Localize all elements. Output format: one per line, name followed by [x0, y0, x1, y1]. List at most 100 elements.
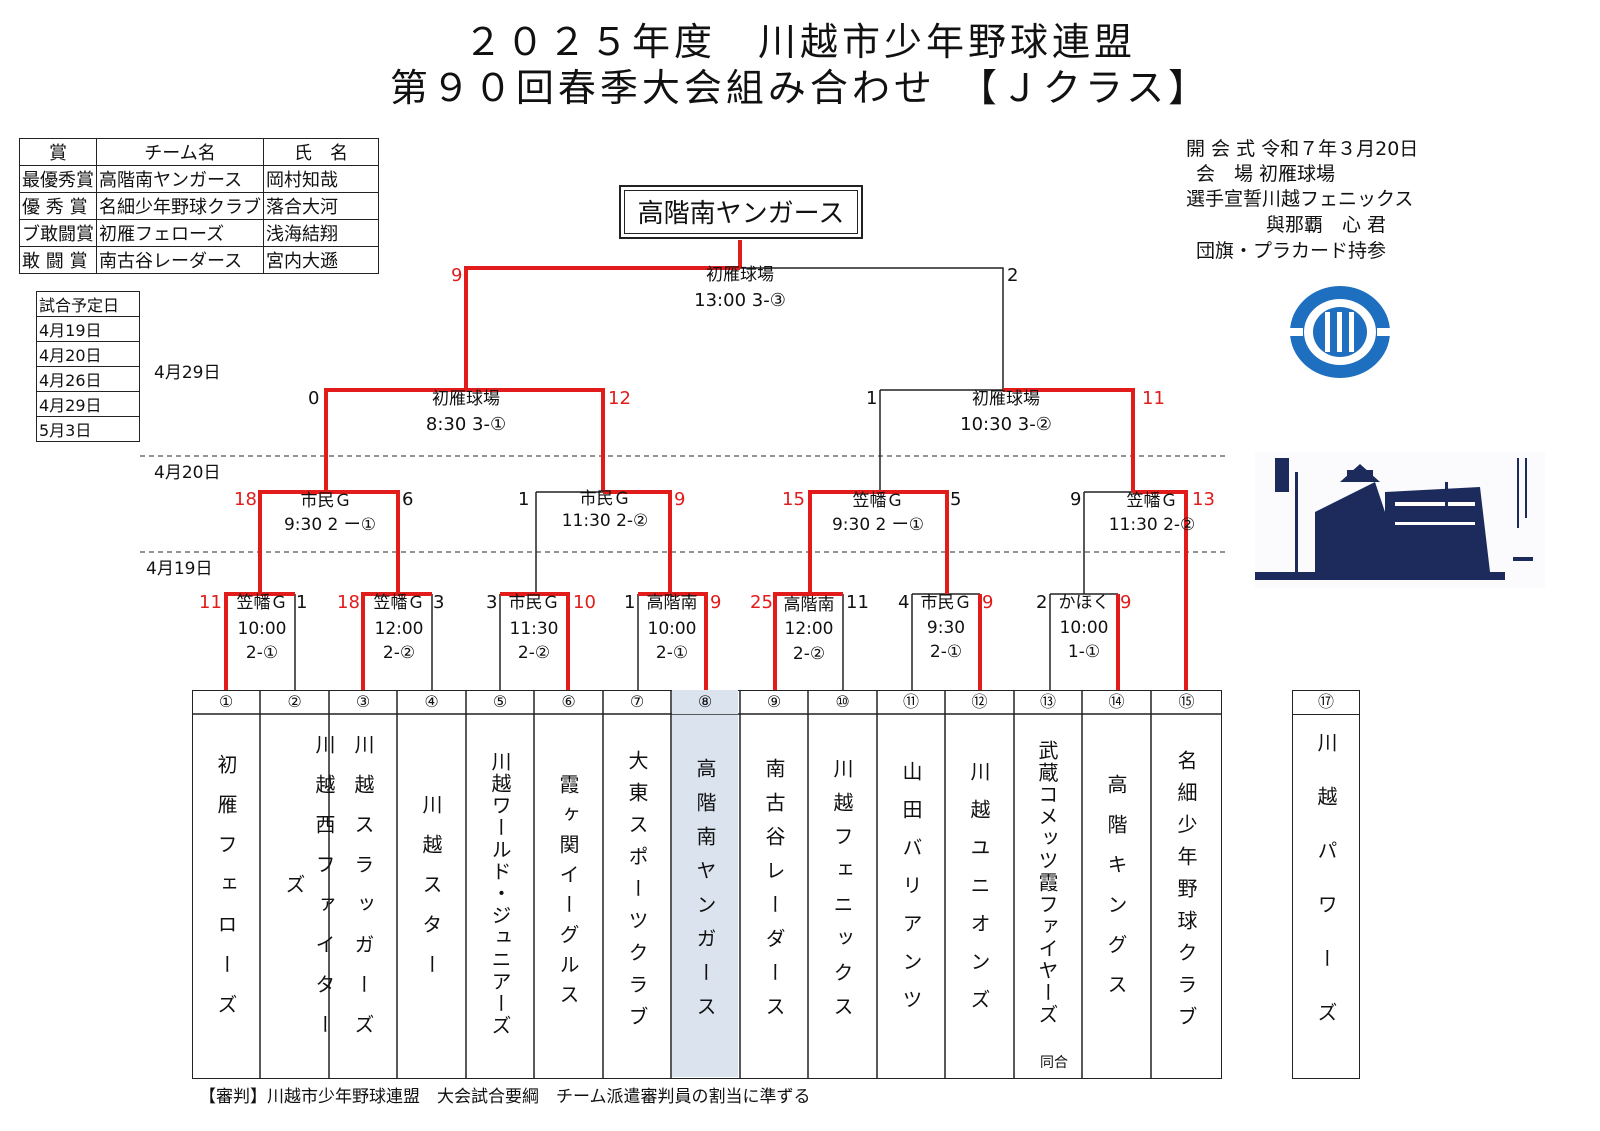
award-name: 優 秀 賞 [19, 192, 97, 220]
semi1-score-right: 12 [608, 388, 631, 409]
team-number: ② [287, 692, 302, 711]
r1-game2-score-left: 18 [337, 592, 360, 613]
r1-game3-venue: 市民Ｇ [508, 593, 560, 613]
r1-game7-score-right: 9 [1120, 592, 1132, 613]
quarter4-score-left: 9 [1070, 489, 1082, 510]
r1-game1-time: 10:00 [237, 619, 287, 639]
team-name: 川越フェニックス [830, 758, 854, 1030]
champion-name: 高階南ヤンガース [624, 190, 858, 234]
r1-game5-score-right: 11 [846, 592, 869, 613]
round-date-final: 4月29日 [154, 363, 221, 383]
ceremony-oath: 選手宣誓川越フェニックス [1186, 188, 1414, 210]
r1-game2-time: 12:00 [374, 619, 424, 639]
quarter3-venue: 笠幡Ｇ [852, 491, 904, 511]
semi2-score-left: 1 [866, 388, 878, 409]
award-team: 南古谷レーダース [96, 246, 264, 274]
schedule-date: 5月3日 [36, 416, 140, 442]
schedule-date: 4月26日 [36, 366, 140, 392]
r1-game7-court: 1-① [1067, 642, 1101, 662]
team-number: ③ [355, 692, 371, 711]
team-cell-17 [1292, 690, 1360, 1079]
award-player: 宮内大遜 [263, 246, 379, 274]
quarter1-time: 9:30 2 ー① [283, 515, 377, 535]
team-name: 南古谷レーダース [762, 758, 786, 1030]
r1-game5-time: 12:00 [784, 619, 834, 639]
team-name: 川越ワールド・ジュニアーズ [488, 751, 512, 1037]
team-number: ⑰ [1317, 692, 1334, 711]
team-name: 川越ユニオンズ [967, 761, 991, 1027]
team-number: ⑫ [971, 692, 988, 711]
final-score-right: 2 [1007, 265, 1019, 286]
highlight-cell [672, 715, 738, 1077]
quarter1-venue: 市民Ｇ [300, 491, 352, 511]
team-name: 初雁フェローズ [214, 754, 238, 1034]
team-name: 武蔵コメッツ霞ファイヤーズ [1035, 740, 1059, 1026]
r1-game4-score-right: 9 [710, 592, 722, 613]
r1-game4-time: 10:00 [647, 619, 697, 639]
quarter1-score-right: 6 [402, 489, 414, 510]
team-note: 同合 [1040, 1055, 1068, 1071]
r1-game3-court: 2-② [517, 643, 551, 663]
r1-game6-court: 2-① [929, 642, 963, 662]
footer-note: 【審判】川越市少年野球連盟 大会試合要綱 チーム派遣審判員の割当に準ずる [199, 1087, 811, 1107]
round-date-r1: 4月19日 [146, 559, 213, 579]
table-row: 優 秀 賞 名細少年野球クラブ 落合大河 [19, 192, 379, 220]
r1-game2-venue: 笠幡Ｇ [373, 593, 425, 613]
r1-game6-score-left: 4 [898, 592, 910, 613]
team-number: ⑥ [561, 692, 576, 711]
awards-table: 賞 チーム名 氏 名 最優秀賞 高階南ヤンガース 岡村知哉 優 秀 賞 名細少年… [19, 138, 379, 274]
team-grid-lines [192, 690, 1222, 1079]
r1-game6-venue: 市民Ｇ [920, 593, 972, 613]
team-number: ① [218, 692, 234, 711]
team-number: ⑬ [1039, 692, 1056, 711]
quarter2-time: 11:30 2-② [561, 511, 649, 531]
quarter2-score-right: 9 [674, 489, 686, 510]
team-number: ⑤ [492, 692, 508, 711]
final-score-left: 9 [451, 265, 463, 286]
team-number: ⑭ [1108, 692, 1125, 711]
team-name: 川越西ファイターズ [282, 734, 336, 1054]
r1-game1-score-right: 1 [296, 592, 308, 613]
schedule-header: 試合予定日 [36, 291, 140, 317]
quarter1-score-left: 18 [234, 489, 257, 510]
awards-header-player: 氏 名 [263, 138, 379, 166]
quarter3-time: 9:30 2 ー① [831, 515, 925, 535]
team-name: 川越スター [419, 794, 443, 994]
title-line1: ２０２５年度 川越市少年野球連盟 [463, 20, 1136, 64]
team-name: 名細少年野球クラブ [1174, 750, 1198, 1038]
quarter2-score-left: 1 [518, 489, 530, 510]
award-name: 敢 闘 賞 [19, 246, 97, 274]
semi1-score-left: 0 [308, 388, 320, 409]
r1-game3-time: 11:30 [509, 619, 559, 639]
r1-game2-court: 2-② [382, 643, 416, 663]
semi1-venue: 初雁球場 [432, 389, 500, 409]
r1-game6-score-right: 9 [982, 592, 994, 613]
team-name: 川越パワーズ [1314, 732, 1338, 1056]
r1-game4-venue: 高階南 [646, 593, 698, 613]
team-number: ⑨ [766, 692, 782, 711]
quarter3-score-left: 15 [782, 489, 805, 510]
team-cell-17-divider [1292, 714, 1360, 715]
r1-game7-time: 10:00 [1059, 618, 1109, 638]
semi2-venue: 初雁球場 [972, 389, 1040, 409]
title-line2: 第９０回春季大会組み合わせ 【Ｊクラス】 [389, 66, 1211, 110]
ceremony-flag-note: 団旗・プラカード持参 [1196, 240, 1387, 262]
quarter3-score-right: 5 [950, 489, 962, 510]
r1-game1-venue: 笠幡Ｇ [236, 593, 288, 613]
award-name: ブ敢闘賞 [19, 219, 97, 247]
r1-game4-court: 2-① [655, 643, 689, 663]
table-row: 最優秀賞 高階南ヤンガース 岡村知哉 [19, 165, 379, 193]
table-row: 敢 闘 賞 南古谷レーダース 宮内大遜 [19, 246, 379, 274]
r1-game5-court: 2-② [792, 644, 826, 664]
awards-header-prize: 賞 [19, 138, 97, 166]
r1-game4-score-left: 1 [624, 592, 636, 613]
team-number: ④ [424, 692, 439, 711]
semi2-score-right: 11 [1142, 388, 1165, 409]
ceremony-venue: 会 場 初雁球場 [1196, 163, 1336, 185]
champion-box: 高階南ヤンガース [619, 185, 863, 239]
team-name: 霞ヶ関イーグルス [556, 774, 580, 1014]
r1-game7-score-left: 2 [1036, 592, 1048, 613]
r1-game5-venue: 高階南 [783, 595, 835, 615]
semi2-time: 10:30 3-② [960, 414, 1052, 435]
final-venue: 初雁球場 [706, 265, 774, 285]
